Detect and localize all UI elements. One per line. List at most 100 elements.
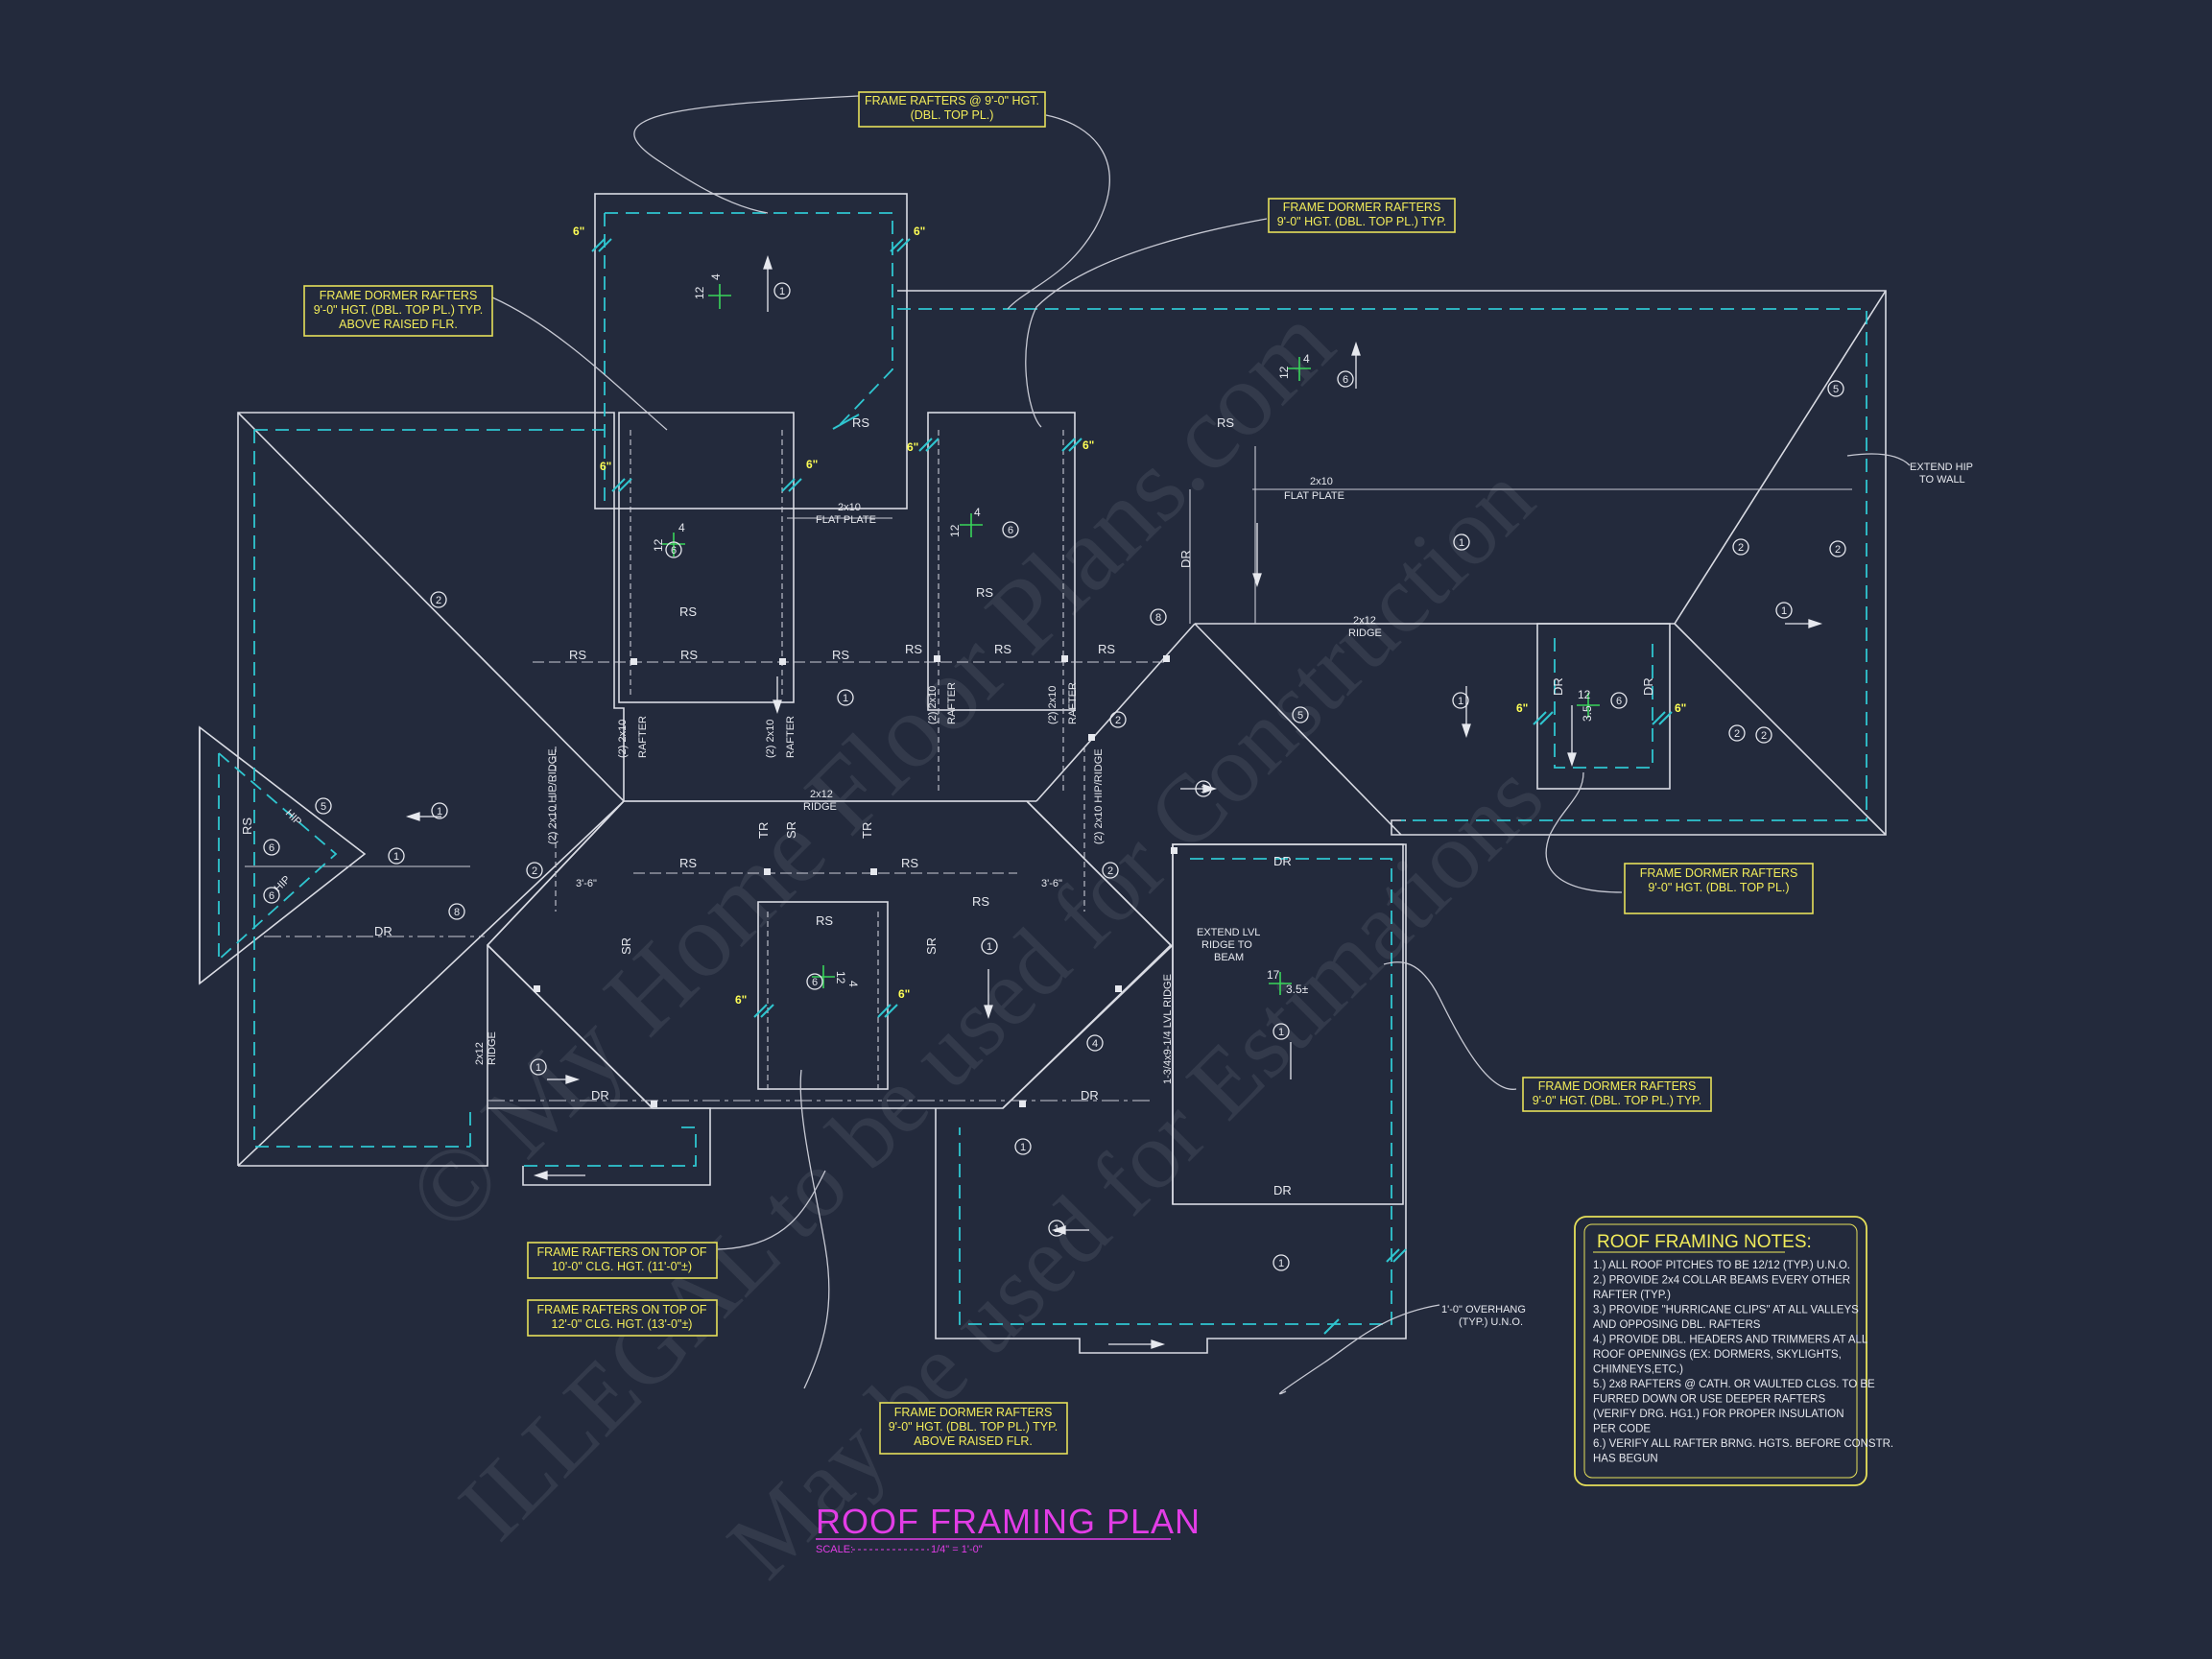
label-sr-1: SR — [784, 821, 798, 839]
svg-text:9'-0" HGT. (DBL. TOP PL.) TYP.: 9'-0" HGT. (DBL. TOP PL.) TYP. — [1533, 1094, 1702, 1107]
svg-text:4: 4 — [974, 506, 981, 519]
svg-text:12: 12 — [652, 538, 665, 552]
callout-bottom-center: FRAME DORMER RAFTERS 9'-0" HGT. (DBL. TO… — [879, 1402, 1068, 1455]
label-2x8-hip-2: HIP — [273, 874, 293, 894]
rafter-marker: 4 — [1086, 1034, 1104, 1052]
note-line: PER CODE — [1593, 1424, 1651, 1435]
svg-text:1: 1 — [535, 1062, 541, 1074]
label-hip-ridge-l: (2) 2x10 HIP/RIDGE — [547, 748, 559, 844]
svg-text:2: 2 — [1738, 542, 1744, 554]
label-rafter-4: RAFTER — [1067, 682, 1079, 724]
label-2x12-ridge-l: 2x12 — [474, 1042, 486, 1065]
rafter-marker: 1 — [837, 689, 854, 706]
callout-leaders — [491, 95, 1911, 1395]
label-rafter-3: RAFTER — [946, 682, 958, 724]
callout-left: FRAME DORMER RAFTERS 9'-0" HGT. (DBL. TO… — [303, 285, 493, 337]
svg-text:1: 1 — [843, 693, 848, 704]
rafter-marker: 2 — [1109, 711, 1127, 728]
label-rafter-1: RAFTER — [637, 716, 649, 758]
label-dr-1: DR — [374, 924, 392, 938]
pitch-symbol: 12 4 — [652, 521, 685, 557]
label-ridge-r: RIDGE — [1348, 628, 1382, 639]
note-line: HAS BEGUN — [1593, 1454, 1658, 1465]
svg-text:4: 4 — [1303, 352, 1310, 366]
svg-text:2: 2 — [1115, 715, 1121, 726]
label-tr-2: TR — [860, 822, 874, 839]
svg-text:FRAME DORMER RAFTERS: FRAME DORMER RAFTERS — [1538, 1079, 1697, 1093]
mark-6in-9: 6" — [735, 993, 747, 1007]
svg-text:8: 8 — [454, 907, 460, 918]
rafter-marker: 2 — [526, 862, 543, 879]
svg-text:2: 2 — [1835, 544, 1841, 556]
svg-text:1: 1 — [1278, 1027, 1284, 1038]
rafter-marker: 1 — [1014, 1138, 1032, 1155]
svg-text:12: 12 — [834, 971, 847, 984]
label-2x12-ridge-c: 2x12 — [810, 789, 833, 800]
structural-labels: RS RS RS RS RS RS RS RS RS RS RS RS RS R… — [240, 415, 1973, 1328]
label-ridge-l: RIDGE — [487, 1031, 498, 1065]
svg-text:9'-0" HGT. (DBL. TOP PL.): 9'-0" HGT. (DBL. TOP PL.) — [1648, 881, 1789, 894]
svg-text:6: 6 — [1008, 525, 1013, 536]
svg-text:ABOVE RAISED FLR.: ABOVE RAISED FLR. — [914, 1434, 1033, 1448]
label-rs-12: RS — [901, 856, 918, 870]
direction-arrows — [405, 254, 1823, 1349]
label-tr-1: TR — [756, 822, 771, 839]
mark-6in-5: 6" — [907, 440, 918, 454]
note-line: 2.) PROVIDE 2x4 COLLAR BEAMS EVERY OTHER — [1593, 1275, 1850, 1287]
label-rs-3: RS — [569, 648, 586, 662]
label-extend-hip-2: TO WALL — [1919, 474, 1965, 486]
rafter-marker: 6 — [665, 541, 682, 558]
rafter-marker: 6 — [1337, 370, 1354, 388]
svg-text:(DBL. TOP PL.): (DBL. TOP PL.) — [911, 108, 994, 122]
rafter-markers: 16566211251628121221156681146111122 — [263, 282, 1846, 1271]
rafter-marker: 6 — [263, 839, 280, 856]
label-overhang-2: (TYP.) U.N.O. — [1459, 1316, 1523, 1328]
svg-text:4: 4 — [846, 981, 860, 987]
callout-top: FRAME RAFTERS @ 9'-0" HGT. (DBL. TOP PL.… — [858, 91, 1046, 128]
pitch-symbol: 17 3.5± — [1267, 968, 1309, 996]
svg-text:5: 5 — [1297, 710, 1303, 722]
svg-text:10'-0" CLG. HGT. (11'-0"±): 10'-0" CLG. HGT. (11'-0"±) — [552, 1260, 692, 1273]
mark-6in-10: 6" — [898, 987, 910, 1001]
svg-text:8: 8 — [1155, 612, 1161, 624]
mark-6in-8: 6" — [1675, 701, 1686, 715]
label-rs-5: RS — [832, 648, 849, 662]
label-rs-1: RS — [852, 415, 869, 430]
note-line: FURRED DOWN OR USE DEEPER RAFTERS — [1593, 1394, 1825, 1406]
svg-text:FRAME RAFTERS ON TOP OF: FRAME RAFTERS ON TOP OF — [536, 1303, 706, 1316]
svg-text:2: 2 — [436, 595, 441, 606]
rafter-marker: 1 — [1452, 692, 1469, 709]
label-dr-7: DR — [1551, 677, 1565, 696]
mark-6in-2: 6" — [914, 225, 925, 238]
label-rs-6: RS — [905, 642, 922, 656]
label-extend-lvl-1: EXTEND LVL — [1197, 927, 1260, 938]
svg-text:FRAME DORMER RAFTERS: FRAME DORMER RAFTERS — [1640, 866, 1798, 880]
svg-text:9'-0" HGT. (DBL. TOP PL.) TYP.: 9'-0" HGT. (DBL. TOP PL.) TYP. — [1277, 215, 1447, 228]
label-dim-3-6-l: 3'-6" — [576, 878, 597, 889]
svg-text:9'-0" HGT. (DBL. TOP PL.) TYP.: 9'-0" HGT. (DBL. TOP PL.) TYP. — [314, 303, 484, 317]
rafter-marker: 1 — [530, 1058, 547, 1076]
label-2x10-flat: 2x10 — [1310, 476, 1333, 487]
label-ridge-c: RIDGE — [803, 801, 837, 813]
mark-6in-4: 6" — [806, 458, 818, 471]
rafter-marker: 1 — [1272, 1254, 1290, 1271]
roof-outline — [199, 193, 1887, 1354]
rafter-marker: 2 — [430, 591, 447, 608]
svg-text:12: 12 — [948, 524, 962, 537]
svg-text:1: 1 — [987, 941, 992, 953]
label-flat-plate-2: FLAT PLATE — [816, 514, 876, 526]
note-line: 3.) PROVIDE "HURRICANE CLIPS" AT ALL VAL… — [1593, 1305, 1859, 1316]
rafter-marker: 6 — [1002, 521, 1019, 538]
svg-text:3.5: 3.5 — [1581, 705, 1594, 722]
rafter-marker: 2 — [1829, 540, 1846, 557]
notes-title: ROOF FRAMING NOTES: — [1597, 1232, 1812, 1252]
pitch-symbol: 12 3.5 — [1577, 688, 1600, 722]
svg-text:FRAME RAFTERS ON TOP OF: FRAME RAFTERS ON TOP OF — [536, 1245, 706, 1259]
label-rs-7: RS — [994, 642, 1011, 656]
svg-text:12: 12 — [1578, 688, 1591, 701]
svg-text:2: 2 — [1761, 730, 1767, 742]
overhang-marks: 6" 6" 6" 6" 6" 6" 6" 6" 6" 6" — [573, 225, 1686, 1335]
svg-text:2: 2 — [532, 865, 537, 877]
svg-text:5: 5 — [321, 801, 326, 813]
